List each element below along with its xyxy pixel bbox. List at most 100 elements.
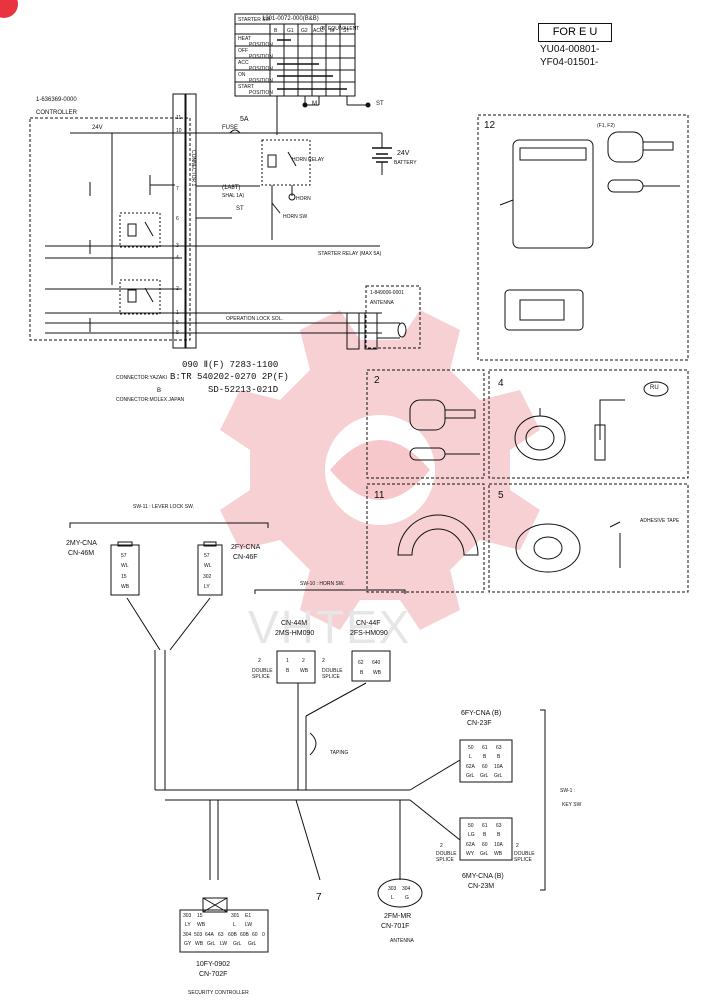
horn-sw-label: HORN SW bbox=[283, 214, 308, 220]
cn44f-type: 2FS-HM090 bbox=[350, 630, 388, 637]
taping-label: TAPING bbox=[330, 750, 349, 756]
battery-voltage: 24V bbox=[397, 150, 410, 157]
c-10fy-pin-21: GrL bbox=[233, 941, 242, 947]
c-10fy-pin-3: 301 bbox=[231, 913, 240, 919]
controller-pin-10: 10 bbox=[176, 128, 182, 134]
c-10fy-pin-10: 503 bbox=[194, 932, 203, 938]
c-6fy-pin-7: 62A bbox=[466, 764, 475, 770]
ignition-row-acc: ACC bbox=[238, 60, 249, 66]
cn44f-pin-2: 640 bbox=[372, 660, 381, 666]
fuse-label: FUSE bbox=[222, 125, 239, 131]
connector-info-line3-prefix: B bbox=[157, 388, 162, 394]
c-6fy-cn-label: CN-23F bbox=[467, 720, 492, 727]
part-12-keys-label: (F1, F2) bbox=[597, 123, 615, 129]
c-6fy-pin-1: 50 bbox=[468, 745, 474, 751]
cn44f-pin-1: 62 bbox=[358, 660, 364, 666]
antenna-label-bottom: ANTENNA bbox=[390, 938, 414, 944]
controller-pin-2: 2 bbox=[176, 286, 179, 292]
cn44f-pin-3: B bbox=[360, 670, 364, 676]
security-controller-label: SECURITY CONTROLLER bbox=[188, 990, 249, 996]
c-6fy-pin-2: 61 bbox=[482, 745, 488, 751]
ignition-row-start: START bbox=[238, 84, 254, 90]
c-2fy-pin-2: WL bbox=[204, 563, 212, 569]
ignition-col-b: B bbox=[274, 28, 278, 34]
c-10fy-pin-16: 0 bbox=[262, 932, 265, 938]
ignition-table-title: 1301-0072-000(B&B) bbox=[262, 16, 319, 22]
c-2fy-label: 2FY-CNA bbox=[231, 544, 261, 551]
part-11-label: 11 bbox=[374, 490, 385, 501]
c-10fy-pin-5: LY bbox=[185, 922, 191, 928]
c-6my-pin-8: 60 bbox=[482, 842, 488, 848]
part-number-2: YF04-01501- bbox=[540, 57, 599, 68]
horn-relay-label: HORN RELAY bbox=[292, 157, 325, 163]
ignition-row-heat: HEAT bbox=[238, 36, 251, 42]
c-10fy-label: 10FY-0902 bbox=[196, 961, 230, 968]
connector-info-line3: SD-52213-021D bbox=[208, 385, 279, 395]
controller-pin-7: 7 bbox=[176, 186, 179, 192]
antenna-label-top: ANTENNA bbox=[370, 300, 394, 306]
ignition-row-suffix-5: POSITION bbox=[249, 90, 273, 96]
c-2my-pin-4: WB bbox=[121, 584, 130, 590]
cn44m-pin-4: WB bbox=[300, 668, 309, 674]
c-2fy-pin-1: 57 bbox=[204, 553, 210, 559]
c-10fy-pin-8: LW bbox=[245, 922, 253, 928]
c-6my-pin-7: 62A bbox=[466, 842, 475, 848]
connector-vertical-label: CONNECTOR 1 bbox=[190, 150, 196, 187]
cn44m-pin-3: B bbox=[286, 668, 290, 674]
controller-pin-3: 3 bbox=[176, 243, 179, 249]
watermark-text: VHTEX bbox=[248, 601, 412, 653]
sw1-label: SW-1 : bbox=[560, 788, 576, 794]
double-splice-4: DOUBLE SPLICE bbox=[514, 851, 535, 863]
ignition-row-suffix-4: POSITION bbox=[249, 78, 273, 84]
one-amp-sub-label: SHAL 1A) bbox=[222, 193, 245, 199]
connector-info-line2: B:TR 540202-0270 2P(F) bbox=[170, 372, 289, 382]
ignition-table-header-left: STARTER SW bbox=[238, 17, 271, 23]
c-10fy-pin-9: 304 bbox=[183, 932, 192, 938]
battery-label: BATTERY bbox=[394, 160, 417, 166]
controller-pin-8: 8 bbox=[176, 330, 179, 336]
c-2fy-pin-4: LY bbox=[204, 584, 210, 590]
c-6fy-pin-10: GrL bbox=[466, 773, 475, 779]
c-2fm-pin-1: 303 bbox=[388, 886, 397, 892]
c-6my-pin-12: WB bbox=[494, 851, 503, 857]
c-2fm-pin-3: L bbox=[391, 895, 394, 901]
c-6my-pin-4: LG bbox=[468, 832, 475, 838]
c-2my-pin-2: WL bbox=[121, 563, 129, 569]
ignition-col-g2: G2 bbox=[301, 28, 308, 34]
watermark-gear-icon bbox=[220, 310, 540, 630]
c-6my-pin-9: 10A bbox=[494, 842, 503, 848]
ignition-row-suffix-2: POSITION bbox=[249, 54, 273, 60]
c-10fy-pin-11: 64A bbox=[205, 932, 214, 938]
c-10fy-pin-7: L bbox=[233, 922, 236, 928]
c-6fy-pin-4: L bbox=[469, 754, 472, 760]
c-6my-pin-10: WY bbox=[466, 851, 475, 857]
c-2fm-cn-label: CN-701F bbox=[381, 923, 410, 930]
c-10fy-pin-18: WB bbox=[195, 941, 204, 947]
sw11-label: SW-11 : LEVER LOCK SW. bbox=[133, 504, 194, 510]
fuse-rating: 5A bbox=[240, 116, 249, 123]
c-2fm-label: 2FM-MR bbox=[384, 913, 412, 920]
cn44m-label: CN-44M bbox=[281, 620, 308, 627]
c-6fy-label: 6FY-CNA (B) bbox=[461, 710, 502, 717]
ignition-col-g1: G1 bbox=[287, 28, 294, 34]
c-2my-pin-3: 15 bbox=[121, 574, 127, 580]
lock-sol-label: OPERATION LOCK SOL. bbox=[226, 316, 283, 322]
part-2-label: 2 bbox=[374, 375, 380, 386]
controller-label: CONTROLLER bbox=[36, 110, 78, 116]
st-label-1: ST bbox=[236, 206, 244, 212]
ds-two-3: 2 bbox=[440, 843, 443, 849]
controller-pin-5: 5 bbox=[176, 320, 179, 326]
c-10fy-pin-13: 60B bbox=[228, 932, 237, 938]
ignition-row-suffix-3: POSITION bbox=[249, 66, 273, 72]
c-6my-cn-label: CN-23M bbox=[468, 883, 495, 890]
c-2fm-pin-2: 304 bbox=[402, 886, 411, 892]
cn44f-label: CN-44F bbox=[356, 620, 381, 627]
double-splice-3: DOUBLE SPLICE bbox=[436, 851, 457, 863]
horn-label: HORN bbox=[296, 196, 311, 202]
ignition-table-header-right: (B) EQUIVALENT bbox=[320, 26, 360, 32]
controller-pin-1: 1 bbox=[176, 310, 179, 316]
connector-info-line1: 090 Ⅱ(F) 7283-1100 bbox=[182, 360, 279, 370]
c-10fy-pin-14: 60B bbox=[240, 932, 249, 938]
ignition-col-st: ST bbox=[343, 28, 350, 34]
